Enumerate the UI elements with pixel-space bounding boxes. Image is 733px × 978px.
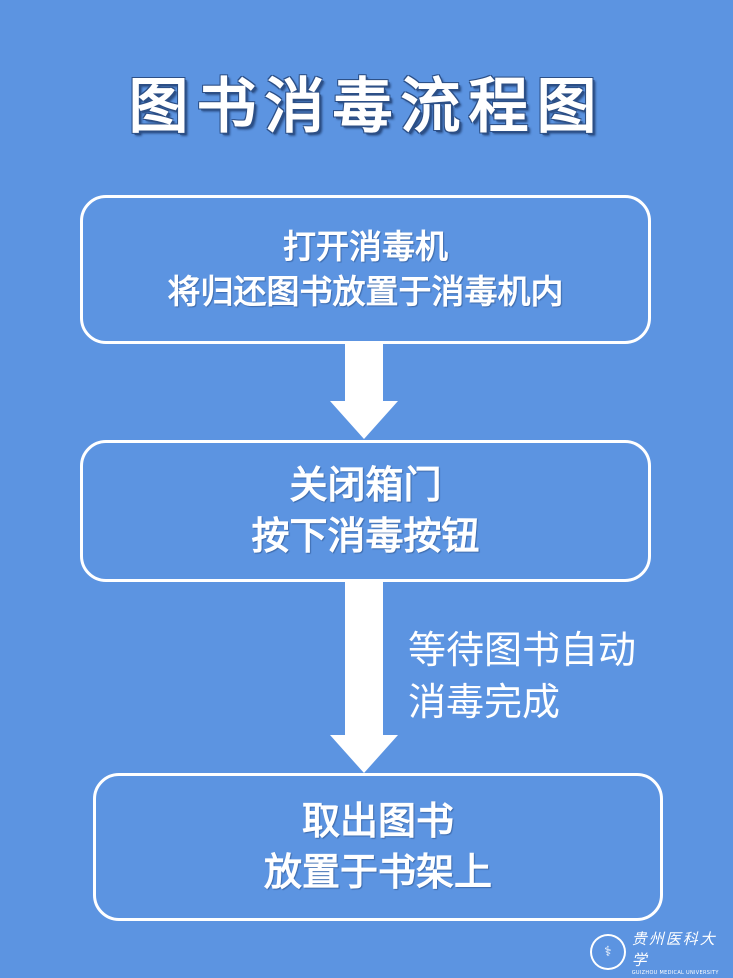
step-3-line-2: 放置于书架上	[263, 850, 492, 894]
step-1-line-2: 将归还图书放置于消毒机内	[167, 271, 564, 311]
university-logo: ⚕ 贵州医科大学 GUIZHOU MEDICAL UNIVERSITY	[590, 928, 733, 976]
logo-name-cn: 贵州医科大学	[631, 930, 717, 969]
step-2-box: 关闭箱门 按下消毒按钮	[80, 440, 651, 582]
arrow-2-head-icon	[330, 735, 398, 773]
arrow-1-head-icon	[330, 401, 398, 439]
arrow-2-shaft	[345, 582, 383, 738]
side-note: 等待图书自动 消毒完成	[408, 624, 636, 728]
step-3-line-1: 取出图书	[301, 798, 454, 843]
page-title: 图书消毒流程图	[128, 72, 605, 142]
step-3-box: 取出图书 放置于书架上	[93, 773, 663, 921]
step-1-line-1: 打开消毒机	[283, 226, 448, 266]
step-2-line-2: 按下消毒按钮	[251, 514, 480, 558]
side-note-line-1: 等待图书自动	[408, 628, 637, 672]
step-1-box: 打开消毒机 将归还图书放置于消毒机内	[80, 195, 651, 344]
university-seal-icon: ⚕	[590, 934, 626, 970]
logo-name-en: GUIZHOU MEDICAL UNIVERSITY	[631, 970, 719, 976]
side-note-line-2: 消毒完成	[408, 680, 561, 724]
arrow-1-shaft	[345, 344, 383, 404]
step-2-line-1: 关闭箱门	[289, 462, 442, 507]
